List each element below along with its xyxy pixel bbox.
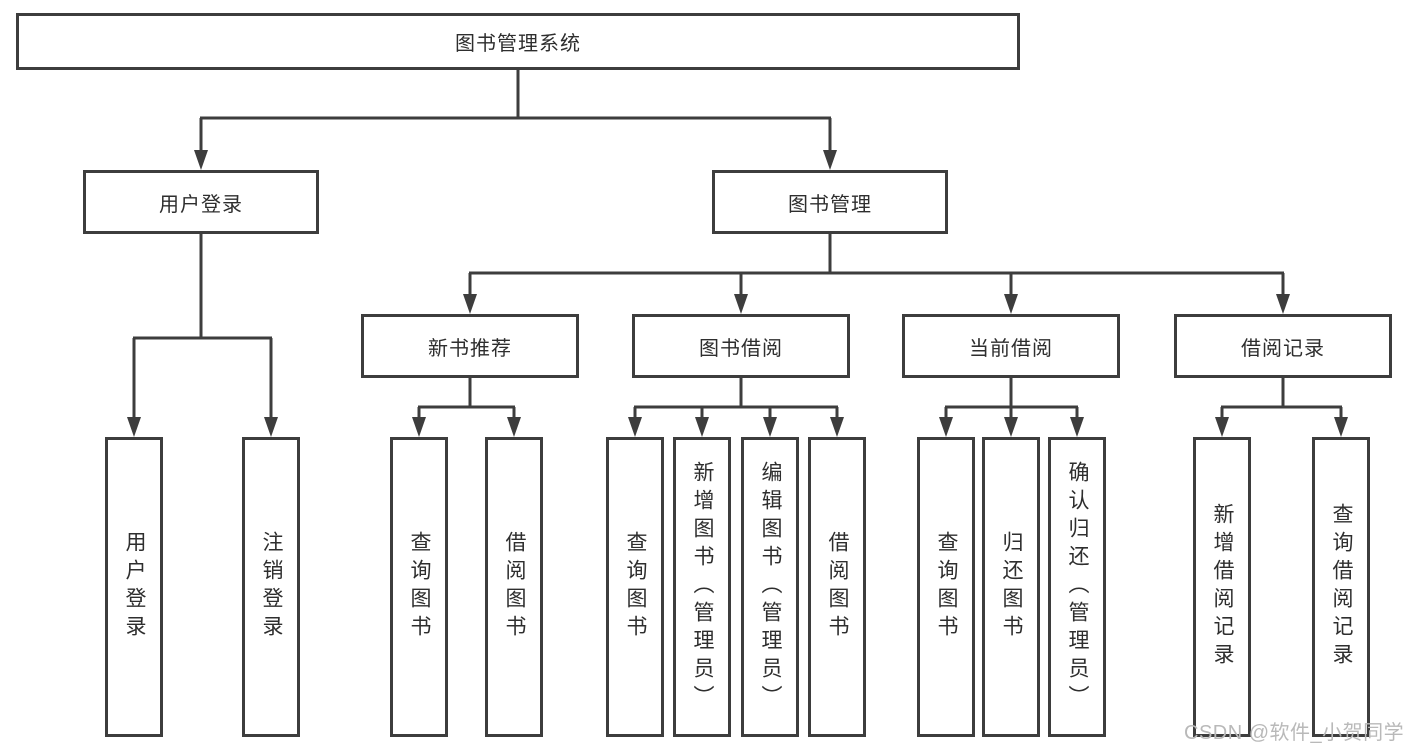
leaf-return-book-label: 归还图书 xyxy=(1000,531,1023,643)
leaf-query-books-borrow-label: 查询图书 xyxy=(624,531,647,643)
leaf-borrow-books-borrow-label: 借阅图书 xyxy=(826,531,849,643)
leaf-query-books-current: 查询图书 xyxy=(917,437,975,737)
leaf-edit-book-admin: 编辑图书（管理员） xyxy=(741,437,799,737)
leaf-add-borrow-record-label: 新增借阅记录 xyxy=(1211,503,1234,671)
leaf-borrow-books-recommend: 借阅图书 xyxy=(485,437,543,737)
leaf-confirm-return-admin-label: 确认归还（管理员） xyxy=(1066,461,1089,713)
leaf-query-books-current-label: 查询图书 xyxy=(935,531,958,643)
leaf-user-login-label: 用户登录 xyxy=(123,531,146,643)
leaf-query-borrow-record-label: 查询借阅记录 xyxy=(1330,503,1353,671)
leaf-query-books-recommend-label: 查询图书 xyxy=(408,531,431,643)
leaf-add-book-admin: 新增图书（管理员） xyxy=(673,437,731,737)
node-new-book-recommend: 新书推荐 xyxy=(361,314,579,378)
node-book-borrow: 图书借阅 xyxy=(632,314,850,378)
node-user-login: 用户登录 xyxy=(83,170,319,234)
leaf-query-books-recommend: 查询图书 xyxy=(390,437,448,737)
leaf-logout-label: 注销登录 xyxy=(260,531,283,643)
leaf-return-book: 归还图书 xyxy=(982,437,1040,737)
node-root-library-system: 图书管理系统 xyxy=(16,13,1020,70)
leaf-query-borrow-record: 查询借阅记录 xyxy=(1312,437,1370,737)
leaf-query-books-borrow: 查询图书 xyxy=(606,437,664,737)
leaf-borrow-books-borrow: 借阅图书 xyxy=(808,437,866,737)
node-borrow-records: 借阅记录 xyxy=(1174,314,1392,378)
leaf-borrow-books-recommend-label: 借阅图书 xyxy=(503,531,526,643)
leaf-logout: 注销登录 xyxy=(242,437,300,737)
leaf-add-borrow-record: 新增借阅记录 xyxy=(1193,437,1251,737)
leaf-confirm-return-admin: 确认归还（管理员） xyxy=(1048,437,1106,737)
leaf-user-login: 用户登录 xyxy=(105,437,163,737)
node-book-management: 图书管理 xyxy=(712,170,948,234)
leaf-edit-book-admin-label: 编辑图书（管理员） xyxy=(759,461,782,713)
csdn-watermark: CSDN @软件_小贺同学 xyxy=(1184,722,1405,744)
node-current-borrow: 当前借阅 xyxy=(902,314,1120,378)
leaf-add-book-admin-label: 新增图书（管理员） xyxy=(691,461,714,713)
